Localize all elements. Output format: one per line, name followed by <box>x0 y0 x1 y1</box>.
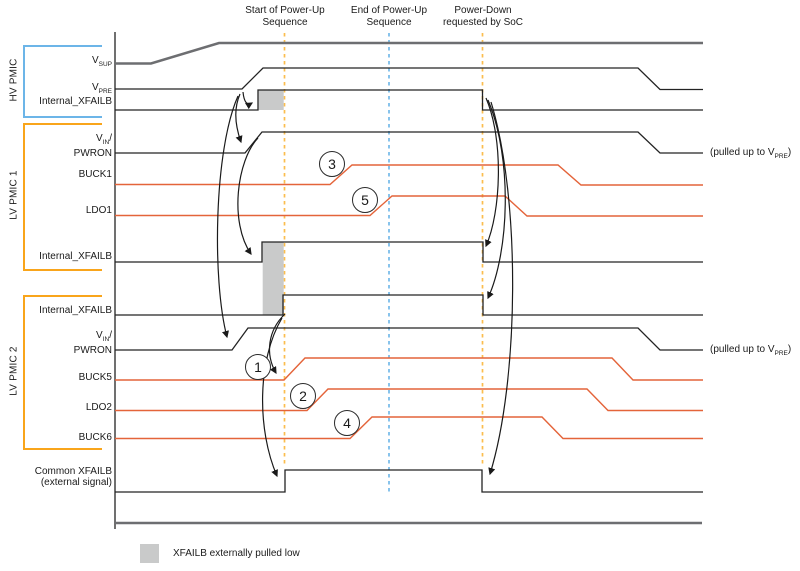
lv1-vin-line: VIN/ <box>18 133 112 148</box>
lv-pmic1-bracket <box>23 123 102 271</box>
vin-sub: IN <box>102 139 110 146</box>
signal-label-vpre: VPRE <box>18 82 112 97</box>
annotation-end-line1: End of Power-Up <box>350 5 428 16</box>
signal-label-ldo2: LDO2 <box>85 402 112 413</box>
signal-label-hv-internal-xfailb: Internal_XFAILB <box>39 96 112 107</box>
vin-main: V <box>96 330 103 341</box>
signal-label-lv2-internal-xfailb: Internal_XFAILB <box>39 305 112 316</box>
signal-label-lv1-vin-pwron: VIN/ PWRON <box>18 133 112 159</box>
xfailb-pulled-low-box-lv <box>262 242 284 315</box>
waveform-lv2-internal-xfailb <box>115 294 703 316</box>
legend-label: XFAILB externally pulled low <box>173 548 300 559</box>
vpre-sub: PRE <box>98 88 112 95</box>
vin-sub: IN <box>102 336 110 343</box>
xfailb-pulled-low-box-hv <box>258 90 284 110</box>
arrow-hv-xfailb-to-lv2-xfailb-fall <box>487 99 506 300</box>
arrow-lv1-pwron-to-lv1-xfailb <box>237 137 259 255</box>
waveform-buck5 <box>115 357 703 381</box>
callout-2: 2 <box>290 383 316 409</box>
common-xfailb-line1: Common XFAILB <box>34 466 112 477</box>
waveform-ldo2 <box>115 388 703 412</box>
note-sub: PRE <box>774 153 788 160</box>
arrow-lv2-xfailb-to-buck5 <box>269 313 286 375</box>
lv2-pwron-line: PWRON <box>73 345 112 356</box>
annotation-start-powerup: Start of Power-Up Sequence <box>210 5 360 28</box>
note-prefix: (pulled up to V <box>710 147 775 158</box>
signal-label-buck5: BUCK5 <box>78 372 112 383</box>
waveform-common-xfailb <box>115 469 703 493</box>
legend-gray-swatch <box>140 544 159 563</box>
pulled-up-note-lv2: (pulled up to VPRE) <box>710 344 791 357</box>
waveform-buck6 <box>115 416 703 440</box>
annotation-end-line2: Sequence <box>366 16 412 28</box>
vin-suffix: / <box>109 133 112 144</box>
arrow-hv-xfailb-to-lv1-xfailb-fall <box>485 97 499 248</box>
callout-1: 1 <box>245 354 271 380</box>
arrow-vpre-to-lv1-pwron <box>235 93 243 144</box>
arrow-lv2-xfailb-to-common-xfailb <box>262 317 283 478</box>
callout-3: 3 <box>319 151 345 177</box>
annotation-pd-line1: Power-Down <box>454 5 512 16</box>
signal-label-lv2-vin-pwron: VIN/ PWRON <box>18 330 112 356</box>
common-xfailb-line2: (external signal) <box>40 477 112 488</box>
lv1-pwron-line: PWRON <box>73 148 112 159</box>
note-suffix: ) <box>787 344 792 355</box>
note-suffix: ) <box>787 147 792 158</box>
arrow-vpre-to-lv2-pwron <box>216 95 239 339</box>
vin-suffix: / <box>109 330 112 341</box>
arrow-hv-xfailb-to-common-xfailb-fall <box>488 101 514 476</box>
waveform-lv1-vin-pwron <box>115 131 703 154</box>
waveform-ldo1 <box>115 195 703 217</box>
annotation-end-powerup: End of Power-Up Sequence <box>314 5 464 28</box>
waveform-lv1-internal-xfailb <box>115 241 703 263</box>
vin-main: V <box>96 133 103 144</box>
callout-5: 5 <box>352 187 378 213</box>
waveform-lv2-vin-pwron <box>115 327 703 351</box>
hv-pmic-bracket <box>23 45 102 118</box>
signal-label-ldo1: LDO1 <box>85 205 112 216</box>
pulled-up-note-lv1: (pulled up to VPRE) <box>710 147 791 160</box>
waveform-vsup <box>115 41 703 65</box>
waveform-vpre <box>115 67 703 91</box>
signal-label-lv1-internal-xfailb: Internal_XFAILB <box>39 251 112 262</box>
vsup-sub: SUP <box>98 61 112 68</box>
waveform-buck1 <box>115 164 703 186</box>
callout-4: 4 <box>334 410 360 436</box>
vsup-main: V <box>91 55 99 66</box>
signal-label-common-xfailb: Common XFAILB (external signal) <box>18 466 112 488</box>
annotation-power-down: Power-Down requested by SoC <box>408 5 558 28</box>
arrow-vpre-to-hv-xfailb <box>242 91 254 110</box>
note-prefix: (pulled up to V <box>710 344 775 355</box>
vpre-main: V <box>91 82 99 93</box>
annotation-pd-line2: requested by SoC <box>442 16 524 28</box>
signal-label-buck1: BUCK1 <box>78 169 112 180</box>
note-sub: PRE <box>774 350 788 357</box>
signal-label-vsup: VSUP <box>18 55 112 70</box>
waveform-hv-internal-xfailb <box>115 89 703 111</box>
signal-label-buck6: BUCK6 <box>78 432 112 443</box>
annotation-start-line1: Start of Power-Up <box>245 5 325 16</box>
lv2-vin-line: VIN/ <box>18 330 112 345</box>
lv-pmic2-bracket <box>23 295 102 450</box>
annotation-start-line2: Sequence <box>262 16 308 28</box>
